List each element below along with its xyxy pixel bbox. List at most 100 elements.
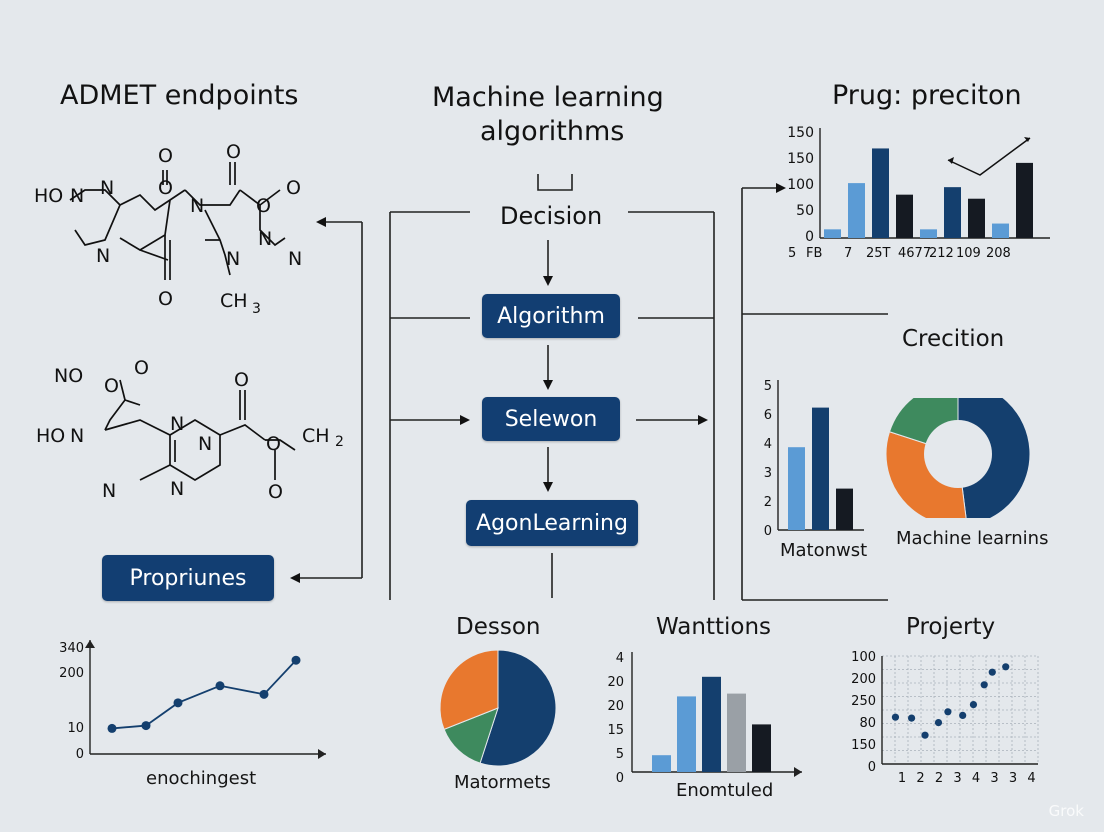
x-tick-label: 4 xyxy=(1027,771,1035,786)
y-axis-arrowhead xyxy=(85,640,95,648)
y-tick-label: 2 xyxy=(764,495,772,510)
y-tick-label: 50 xyxy=(796,203,814,219)
svg-text:N: N xyxy=(288,248,302,270)
svg-text:O: O xyxy=(286,177,301,199)
bar xyxy=(848,183,865,238)
svg-text:N: N xyxy=(102,480,116,502)
y-tick-label: 100 xyxy=(787,177,814,193)
bracket-icon xyxy=(537,174,573,191)
small-bar-chart: 5 6 4 3 2 0 xyxy=(764,379,864,538)
y-tick-label: 250 xyxy=(851,694,876,709)
data-point xyxy=(291,655,301,665)
y-tick-label: 5 xyxy=(764,379,772,394)
y-tick-label: 20 xyxy=(607,675,624,690)
algorithm-box: Algorithm xyxy=(482,294,620,338)
y-tick-label: 150 xyxy=(851,738,876,753)
y-tick-label: 0 xyxy=(764,524,772,538)
bar xyxy=(677,696,696,772)
y-tick-label: 200 xyxy=(851,672,876,687)
svg-text:O: O xyxy=(268,481,283,503)
data-point xyxy=(141,721,151,731)
bar xyxy=(702,676,721,772)
scatter-title: Projerty xyxy=(906,614,996,640)
grok-watermark: Grok xyxy=(1048,802,1084,820)
y-tick-label: 10 xyxy=(67,721,84,736)
x-tick-label: 1 xyxy=(898,771,906,786)
bar xyxy=(992,223,1009,238)
y-tick-label: 150 xyxy=(787,125,814,141)
x-tick-label: 3 xyxy=(990,771,998,786)
donut-hole xyxy=(924,420,992,488)
scatter-chart: 100200250801500122343345 xyxy=(851,650,1046,786)
agonl-learning-box: AgonLearning xyxy=(466,500,638,546)
y-tick-label: 150 xyxy=(787,151,814,167)
svg-text:N: N xyxy=(170,413,184,435)
svg-text:N: N xyxy=(70,185,84,207)
molecule-structure-1: HO N N N O O O N O O N N N O CH 3 xyxy=(34,141,302,317)
x-tick-label: 7 xyxy=(844,246,852,261)
y-tick-label: 5 xyxy=(616,747,624,762)
svg-text:NO: NO xyxy=(54,365,83,387)
pie-title: Desson xyxy=(456,614,541,640)
ml-algorithms-title-line1: Machine learning xyxy=(432,82,664,113)
x-axis-arrowhead xyxy=(794,767,802,777)
svg-text:N: N xyxy=(190,195,204,217)
svg-text:O: O xyxy=(158,177,173,199)
trend-arrowhead xyxy=(1024,137,1030,142)
data-point xyxy=(1002,663,1010,671)
svg-text:2: 2 xyxy=(335,434,344,450)
data-point xyxy=(944,708,952,716)
bar xyxy=(727,693,746,772)
y-tick-label: 4 xyxy=(764,437,772,452)
bar xyxy=(836,488,853,530)
data-point xyxy=(107,723,117,733)
bar xyxy=(920,229,937,238)
data-point xyxy=(907,714,916,722)
ml-algorithms-title-line2: algorithms xyxy=(480,116,625,147)
data-point xyxy=(959,711,967,719)
propriunes-box: Propriunes xyxy=(102,555,274,601)
data-point xyxy=(921,731,929,739)
svg-text:N: N xyxy=(258,228,272,250)
y-tick-label: 3 xyxy=(764,466,772,481)
data-point xyxy=(891,713,900,721)
x-axis-arrowhead xyxy=(318,749,326,759)
bar xyxy=(968,198,985,238)
x-tick-label: 212 xyxy=(929,246,954,261)
y-tick-label: 6 xyxy=(764,408,772,423)
bar xyxy=(896,194,913,238)
y-tick-label: 0 xyxy=(805,229,814,245)
data-point xyxy=(259,689,269,699)
svg-text:N: N xyxy=(100,177,114,199)
bar xyxy=(788,447,805,530)
molecule-structure-2: NO O O O HO N N N N N O CH 2 O xyxy=(36,357,344,503)
data-point xyxy=(980,681,988,689)
bar xyxy=(652,755,671,772)
data-point xyxy=(173,698,183,708)
x-tick-label: 5 xyxy=(788,246,796,261)
x-tick-label: 25T xyxy=(866,246,891,261)
svg-text:O: O xyxy=(234,369,249,391)
pie-chart xyxy=(439,649,557,767)
y-tick-label: 0 xyxy=(868,760,876,775)
series-line xyxy=(111,659,297,730)
data-point xyxy=(215,681,225,691)
svg-text:O: O xyxy=(134,357,149,379)
slice xyxy=(443,707,499,764)
x-tick-label: 2 xyxy=(916,771,924,786)
svg-text:O: O xyxy=(226,141,241,163)
x-tick-label: 3 xyxy=(1009,771,1017,786)
x-tick-label: 3 xyxy=(953,771,961,786)
svg-text:N: N xyxy=(170,478,184,500)
bar xyxy=(752,724,771,772)
y-tick-label: 4 xyxy=(616,651,624,666)
slice xyxy=(479,649,557,767)
bar xyxy=(944,187,961,238)
x-tick-label: 4677 xyxy=(898,246,931,261)
selewon-box: Selewon xyxy=(482,397,620,441)
pie-caption: Matormets xyxy=(454,772,551,793)
svg-text:O: O xyxy=(104,375,119,397)
